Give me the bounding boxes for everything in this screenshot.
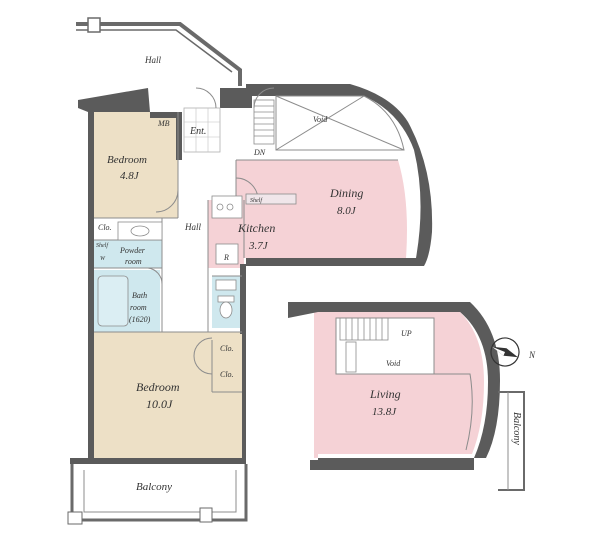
wall-right-upper	[240, 264, 246, 334]
label-living-name: Living	[369, 387, 401, 401]
hall-wall-upper-inner	[76, 29, 233, 73]
label-dn: DN	[253, 148, 266, 157]
balcony-bottom-inner	[83, 470, 237, 513]
label-bedroom2-name: Bedroom	[136, 380, 180, 394]
label-void-top: Void	[313, 115, 328, 124]
label-living-size: 13.8J	[372, 406, 397, 418]
label-clo3: Clo.	[220, 370, 234, 379]
label-compass-n: N	[528, 350, 536, 360]
toilet-tank	[217, 295, 235, 303]
balcony-right-rail	[498, 391, 525, 491]
label-up: UP	[401, 329, 412, 338]
wall-ent-top	[220, 88, 246, 108]
bedroom-large-floor	[94, 332, 242, 458]
label-void-living: Void	[386, 359, 401, 368]
label-kitchen-size: 3.7J	[248, 240, 269, 252]
label-shelf-kitchen: Shelf	[250, 197, 263, 204]
label-ent: Ent.	[189, 126, 206, 137]
label-hall-mid: Hall	[184, 222, 202, 232]
balcony-bottom-rail	[70, 464, 248, 522]
label-hall-top: Hall	[144, 55, 162, 65]
label-bedroom2-size: 10.0J	[146, 397, 173, 411]
compass-icon	[490, 337, 520, 367]
fridge	[215, 243, 239, 265]
label-bath-1: Bath	[132, 291, 147, 300]
label-clo1: Clo.	[98, 223, 112, 232]
label-bedroom1-size: 4.8J	[120, 170, 140, 182]
label-bath-2: room	[130, 303, 147, 312]
label-r: R	[223, 253, 229, 262]
label-clo2: Clo.	[220, 344, 234, 353]
label-powder-1: Powder	[119, 246, 146, 255]
dining-floor	[236, 160, 407, 258]
living-mezzanine-line	[336, 373, 473, 451]
entry-tiles	[183, 107, 221, 153]
label-dining-size: 8.0J	[337, 205, 357, 217]
balcony-bottom-cap-right	[199, 507, 213, 523]
label-dining-name: Dining	[329, 186, 363, 200]
label-balcony-right: Balcony	[511, 412, 522, 445]
stove-burner-2	[226, 203, 234, 211]
stairs-living	[339, 317, 389, 373]
vanity-sink	[130, 225, 150, 237]
bathtub	[97, 275, 129, 327]
bedroom-small-floor	[94, 112, 178, 218]
kitchen-shelf	[245, 193, 297, 205]
toilet-bowl	[219, 301, 233, 319]
label-powder-2: room	[125, 257, 142, 266]
wall-ent-left	[176, 112, 182, 160]
wall-top-mb	[150, 112, 180, 118]
label-w: W	[100, 256, 106, 262]
living-void-area	[335, 317, 435, 375]
stairs-dining	[253, 99, 275, 145]
stove-burner-1	[216, 203, 224, 211]
label-mb: MB	[157, 119, 170, 128]
sink-small	[215, 279, 237, 291]
label-shelf-small: Shelf	[96, 242, 109, 249]
label-bath-3: (1620)	[129, 315, 151, 324]
label-bedroom1-name: Bedroom	[107, 154, 147, 166]
hall-post-left	[87, 17, 101, 33]
label-balcony-bottom: Balcony	[136, 481, 172, 493]
powder-room-floor	[94, 240, 162, 268]
label-kitchen-name: Kitchen	[237, 221, 275, 235]
hall-wall-upper	[76, 22, 242, 86]
balcony-bottom-cap-left	[67, 511, 83, 525]
